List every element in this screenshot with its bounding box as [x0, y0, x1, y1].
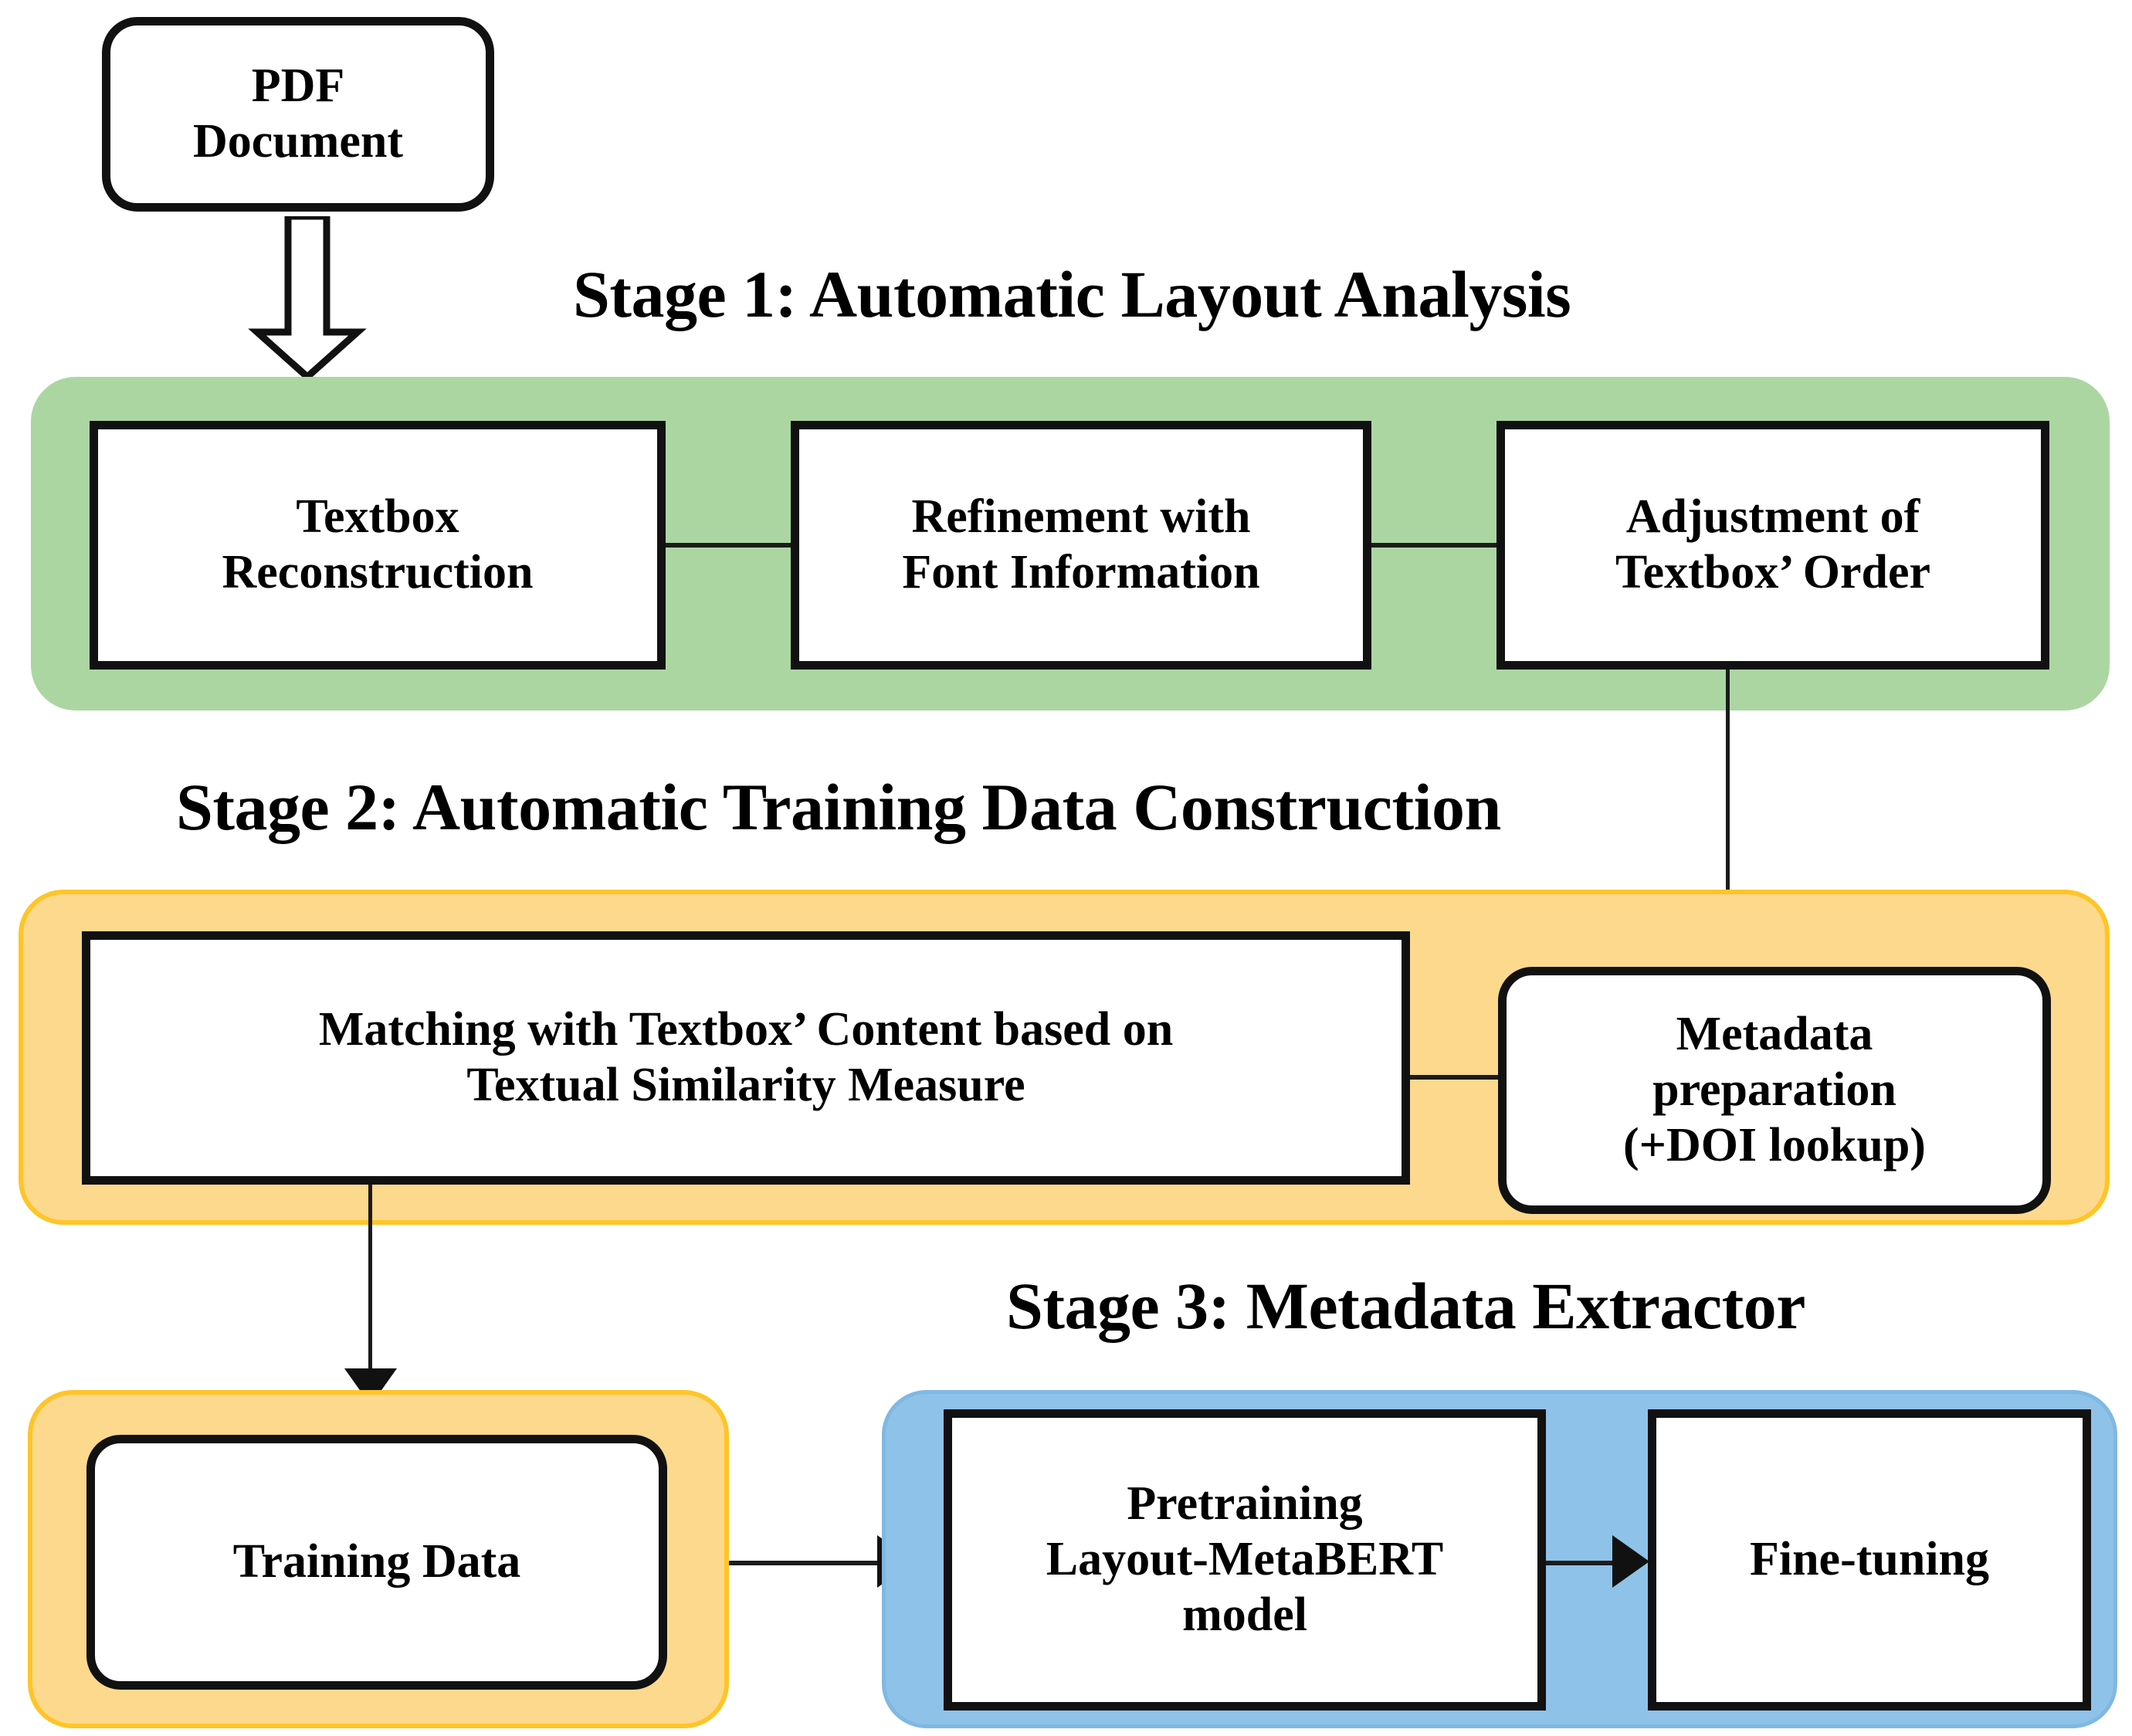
connector-matching-to-training-data — [368, 1185, 372, 1376]
stage-1-title: Stage 1: Automatic Layout Analysis — [573, 257, 1571, 331]
node-adjustment-textbox-order-line2: Textbox’ Order — [1615, 546, 1931, 598]
connector-adjustment-to-metadata — [1726, 670, 1730, 932]
node-metadata-preparation[interactable]: Metadata preparation (+DOI lookup) — [1498, 967, 2051, 1214]
node-refinement-font-information-line2: Font Information — [902, 546, 1260, 598]
connector-matching-to-metadata — [1410, 1075, 1498, 1080]
node-fine-tuning[interactable]: Fine-tuning — [1648, 1409, 2091, 1711]
node-adjustment-textbox-order-line1: Adjustment of — [1625, 490, 1920, 544]
node-pretraining-layout-metabert[interactable]: Pretraining Layout-MetaBERT model — [944, 1409, 1546, 1711]
block-arrow-pdf-to-stage1 — [246, 216, 369, 380]
node-pdf-document[interactable]: PDF Document — [102, 17, 494, 212]
node-adjustment-textbox-order[interactable]: Adjustment of Textbox’ Order — [1496, 421, 2049, 670]
node-pretraining-layout-metabert-line2: Layout-MetaBERT — [1046, 1533, 1444, 1586]
node-refinement-font-information-line1: Refinement with — [911, 490, 1251, 544]
stage-2-title: Stage 2: Automatic Training Data Constru… — [176, 770, 1501, 844]
connector-reconstruction-to-refinement — [666, 543, 791, 548]
node-pretraining-layout-metabert-line1: Pretraining — [1127, 1477, 1363, 1531]
node-metadata-preparation-line1: Metadata — [1676, 1008, 1873, 1061]
connector-training-data-to-pretraining — [729, 1561, 879, 1565]
node-matching-textual-similarity[interactable]: Matching with Textbox’ Content based on … — [82, 931, 1410, 1185]
node-textbox-reconstruction-line2: Reconstruction — [222, 546, 534, 598]
node-matching-textual-similarity-line2: Textual Similarity Measure — [466, 1059, 1025, 1111]
node-training-data-label: Training Data — [232, 1535, 521, 1589]
node-metadata-preparation-line3: (+DOI lookup) — [1623, 1118, 1926, 1171]
node-refinement-font-information[interactable]: Refinement with Font Information — [791, 421, 1371, 670]
node-fine-tuning-label: Fine-tuning — [1749, 1533, 1990, 1586]
node-pdf-document-line2: Document — [192, 115, 404, 168]
stage-3-title: Stage 3: Metadata Extractor — [1006, 1269, 1805, 1343]
node-metadata-preparation-line2: preparation — [1652, 1063, 1896, 1117]
node-pretraining-layout-metabert-line3: model — [1182, 1588, 1307, 1641]
node-pdf-document-line1: PDF — [251, 59, 345, 113]
node-training-data[interactable]: Training Data — [86, 1435, 667, 1690]
node-matching-textual-similarity-line1: Matching with Textbox’ Content based on — [318, 1003, 1174, 1056]
node-textbox-reconstruction[interactable]: Textbox Reconstruction — [90, 421, 666, 670]
arrowhead-pretraining-to-fine-tuning — [1612, 1535, 1649, 1588]
connector-refinement-to-adjustment — [1371, 543, 1496, 548]
node-textbox-reconstruction-line1: Textbox — [296, 490, 459, 544]
connector-pretraining-to-fine-tuning — [1546, 1561, 1614, 1565]
